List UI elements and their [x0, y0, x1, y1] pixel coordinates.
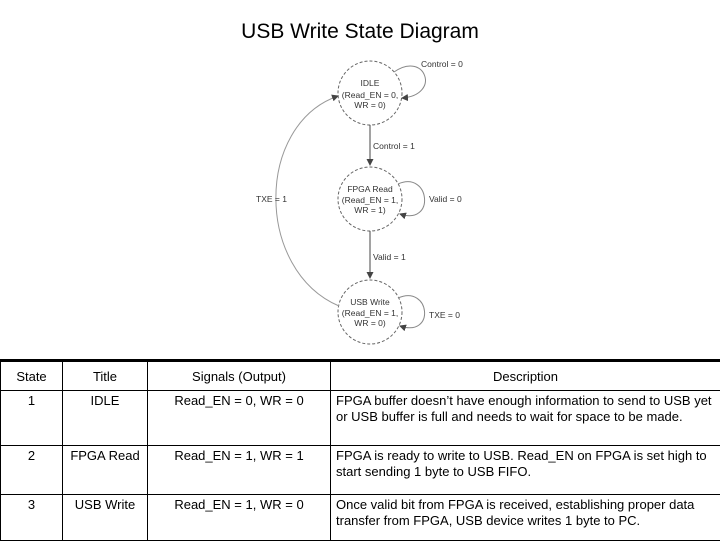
state-fpga-read: FPGA Read (Read_EN = 1, WR = 1)	[338, 167, 402, 231]
state-idle: IDLE (Read_EN = 0, WR = 0)	[338, 61, 402, 125]
transition-read-to-write-label: Valid = 1	[373, 252, 406, 262]
state-table: State Title Signals (Output) Description…	[0, 359, 720, 541]
table-row: 3 USB Write Read_EN = 1, WR = 0 Once val…	[1, 495, 720, 541]
state-idle-signals-2: WR = 0)	[354, 100, 386, 110]
cell-state: 1	[1, 391, 63, 446]
cell-description: FPGA buffer doesn’t have enough informat…	[331, 391, 720, 446]
state-idle-signals-1: (Read_EN = 0,	[342, 90, 398, 100]
transition-idle-self-label: Control = 0	[421, 59, 463, 69]
transition-idle-to-read-label: Control = 1	[373, 141, 415, 151]
header-state: State	[1, 361, 63, 391]
state-usb-write-name: USB Write	[350, 297, 390, 307]
table-row: 1 IDLE Read_EN = 0, WR = 0 FPGA buffer d…	[1, 391, 720, 446]
transition-read-self-label: Valid = 0	[429, 194, 462, 204]
state-fpga-read-signals-1: (Read_EN = 1,	[342, 195, 398, 205]
cell-signals: Read_EN = 1, WR = 0	[148, 495, 331, 541]
state-idle-name: IDLE	[361, 78, 380, 88]
state-diagram: IDLE (Read_EN = 0, WR = 0) FPGA Read (Re…	[0, 0, 720, 360]
cell-description: FPGA is ready to write to USB. Read_EN o…	[331, 446, 720, 495]
cell-state: 2	[1, 446, 63, 495]
header-description: Description	[331, 361, 720, 391]
state-usb-write-signals-2: WR = 0)	[354, 318, 386, 328]
header-title: Title	[63, 361, 148, 391]
cell-title: USB Write	[63, 495, 148, 541]
state-fpga-read-signals-2: WR = 1)	[354, 205, 386, 215]
cell-signals: Read_EN = 1, WR = 1	[148, 446, 331, 495]
transition-write-to-idle-label: TXE = 1	[256, 194, 287, 204]
cell-description: Once valid bit from FPGA is received, es…	[331, 495, 720, 541]
state-fpga-read-name: FPGA Read	[347, 184, 393, 194]
cell-title: FPGA Read	[63, 446, 148, 495]
transition-write-self-label: TXE = 0	[429, 310, 460, 320]
cell-signals: Read_EN = 0, WR = 0	[148, 391, 331, 446]
state-usb-write-signals-1: (Read_EN = 1,	[342, 308, 398, 318]
header-signals: Signals (Output)	[148, 361, 331, 391]
table-row: 2 FPGA Read Read_EN = 1, WR = 1 FPGA is …	[1, 446, 720, 495]
state-usb-write: USB Write (Read_EN = 1, WR = 0)	[338, 280, 402, 344]
table-header-row: State Title Signals (Output) Description	[1, 361, 720, 391]
cell-state: 3	[1, 495, 63, 541]
transition-idle-self	[394, 66, 425, 98]
cell-title: IDLE	[63, 391, 148, 446]
